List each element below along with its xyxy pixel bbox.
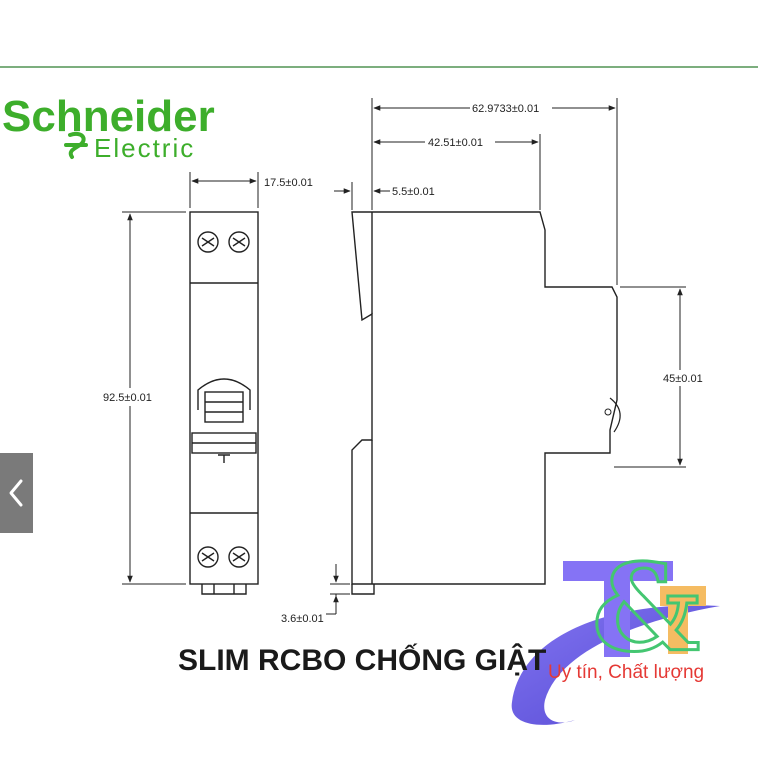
watermark-ampersand: & (592, 538, 700, 679)
watermark-slogan: Uy tín, Chất lượng (548, 662, 704, 683)
chevron-left-icon (9, 479, 23, 507)
watermark-swoosh (511, 605, 720, 725)
dim-label-clip-offset: 5.5±0.01 (392, 186, 435, 198)
dim-label-depth-mid: 42.51±0.01 (428, 137, 483, 149)
side-view (351, 211, 621, 595)
brand-logo: Schneider Electric (2, 92, 215, 163)
dim-label-bottom-offset: 3.6±0.01 (281, 613, 324, 625)
dim-width-front (189, 172, 259, 208)
brand-name: Schneider (2, 92, 215, 141)
terminal-screw-icon (197, 231, 219, 253)
brand-subname: Electric (94, 133, 195, 163)
dim-label-height-mid: 45±0.01 (663, 373, 703, 385)
terminal-screw-icon (228, 231, 250, 253)
dim-label-width-front: 17.5±0.01 (264, 177, 313, 189)
prev-image-button[interactable] (0, 453, 33, 533)
toggle-lever (191, 378, 257, 463)
dim-bottom-offset (326, 564, 350, 615)
watermark-logo: & (511, 537, 720, 725)
front-body (189, 211, 259, 585)
dim-clip-offset (334, 182, 390, 210)
product-caption: SLIM RCBO CHỐNG GIẬT (178, 643, 546, 677)
side-body (351, 211, 618, 585)
terminal-screw-icon (228, 546, 250, 568)
terminal-screw-icon (197, 546, 219, 568)
din-clip (201, 584, 247, 595)
brand-mark-icon (64, 132, 88, 159)
dim-label-height-front: 92.5±0.01 (103, 392, 152, 404)
dim-label-depth-total: 62.9733±0.01 (472, 103, 539, 115)
front-view (189, 211, 259, 595)
